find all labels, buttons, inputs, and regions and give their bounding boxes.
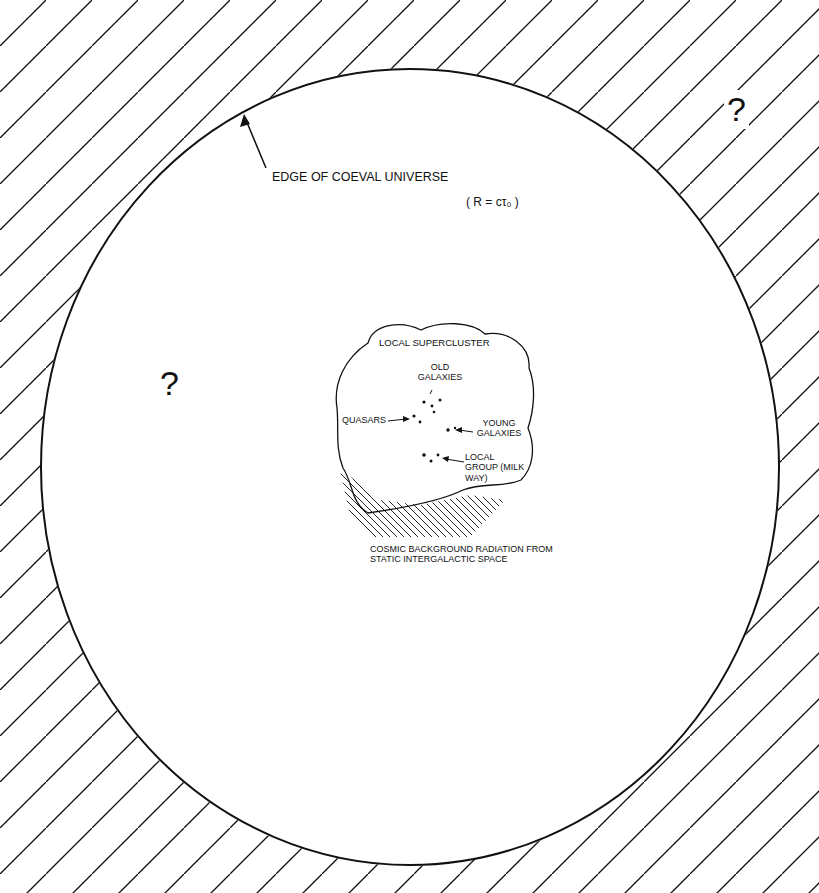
region-label: LOCAL SUPERCLUSTER: [379, 338, 490, 349]
galaxy-dots: [412, 399, 456, 463]
leader-arrow: [240, 114, 266, 168]
question-mark: ?: [160, 364, 179, 403]
edge-label: EDGE OF COEVAL UNIVERSE: [272, 170, 448, 184]
universe-interior: [40, 68, 780, 866]
group-label: LOCAL GROUP (MILK WAY): [465, 452, 529, 483]
supercluster-outline: LOCAL SUPERCLUSTER OLD GALAXIES QUASARS YOU…: [333, 318, 538, 523]
quasar-label: QUASARS: [342, 415, 386, 425]
galaxy-label: YOUNG GALAXIES: [473, 418, 525, 439]
galaxy-label: OLD GALAXIES: [409, 362, 471, 383]
radiation-label: COSMIC BACKGROUND RADIATION FROM STATIC …: [370, 544, 560, 565]
radius-formula: ( R = cτ₀ ): [466, 196, 519, 210]
pointer-arrows: [388, 390, 473, 462]
question-mark: ?: [724, 90, 749, 129]
universe-circle: EDGE OF COEVAL UNIVERSE ( R = cτ₀ )? LOCAL…: [40, 68, 780, 866]
universe-circle-shape: [40, 68, 780, 866]
